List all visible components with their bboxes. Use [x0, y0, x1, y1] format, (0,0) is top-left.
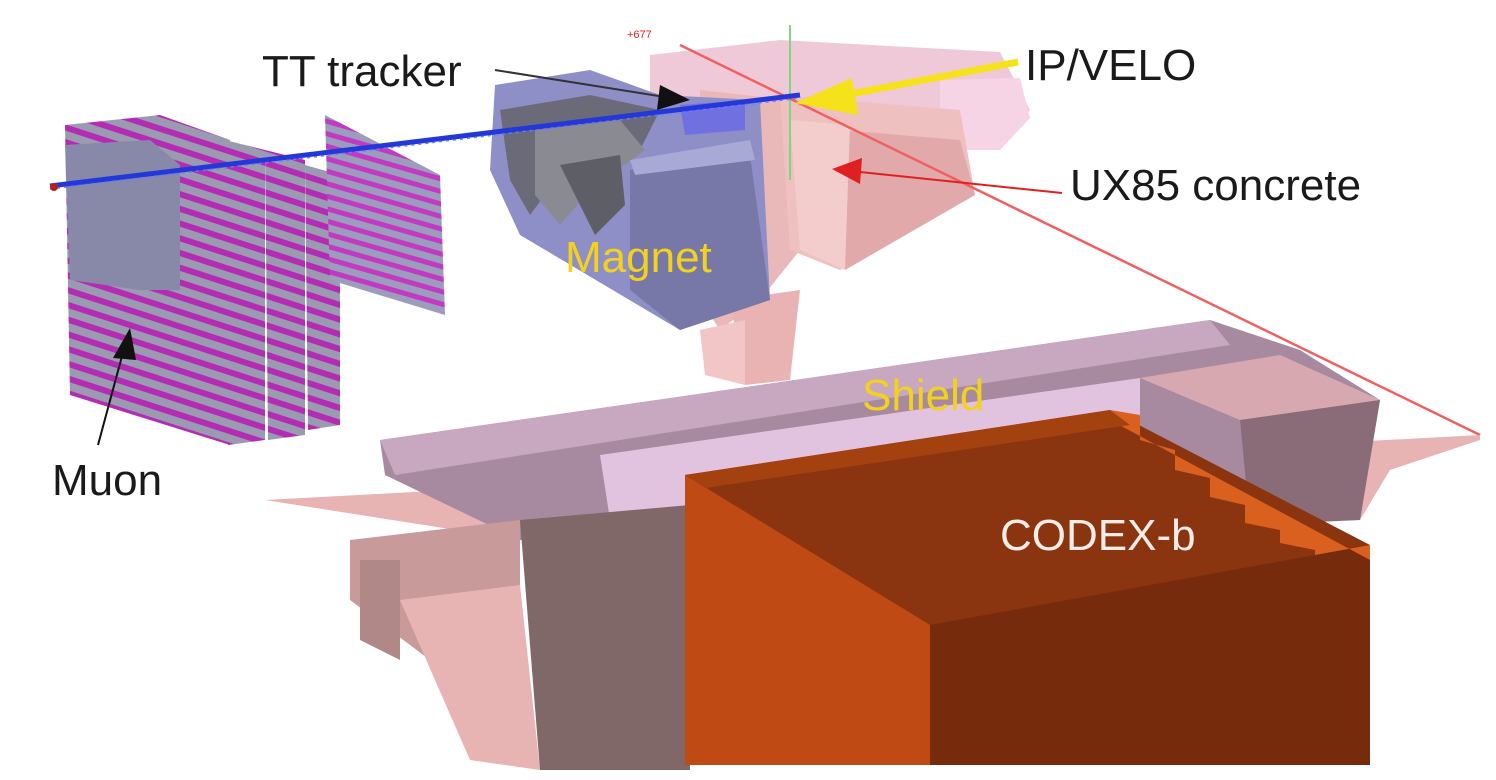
- muon-stations: [65, 115, 445, 445]
- arrow-ip-velo: [795, 58, 1019, 115]
- magnet-structure: [490, 70, 770, 330]
- arrow-ux85: [832, 158, 1063, 194]
- label-muon: Muon: [52, 456, 162, 505]
- label-shield: Shield: [862, 371, 984, 420]
- arrow-muon: [97, 328, 136, 446]
- tiny-marker-text: +677: [627, 29, 652, 41]
- label-magnet: Magnet: [565, 233, 712, 282]
- codex-b-detector: [685, 410, 1370, 765]
- red-reference-line: [679, 43, 1481, 437]
- arrow-tt-tracker: [494, 69, 690, 110]
- beamline: [49, 92, 801, 191]
- label-ux85-concrete: UX85 concrete: [1070, 161, 1361, 210]
- label-ip-velo: IP/VELO: [1025, 41, 1196, 90]
- label-codex-b: CODEX-b: [1000, 511, 1196, 560]
- label-tt-tracker: TT tracker: [262, 47, 462, 96]
